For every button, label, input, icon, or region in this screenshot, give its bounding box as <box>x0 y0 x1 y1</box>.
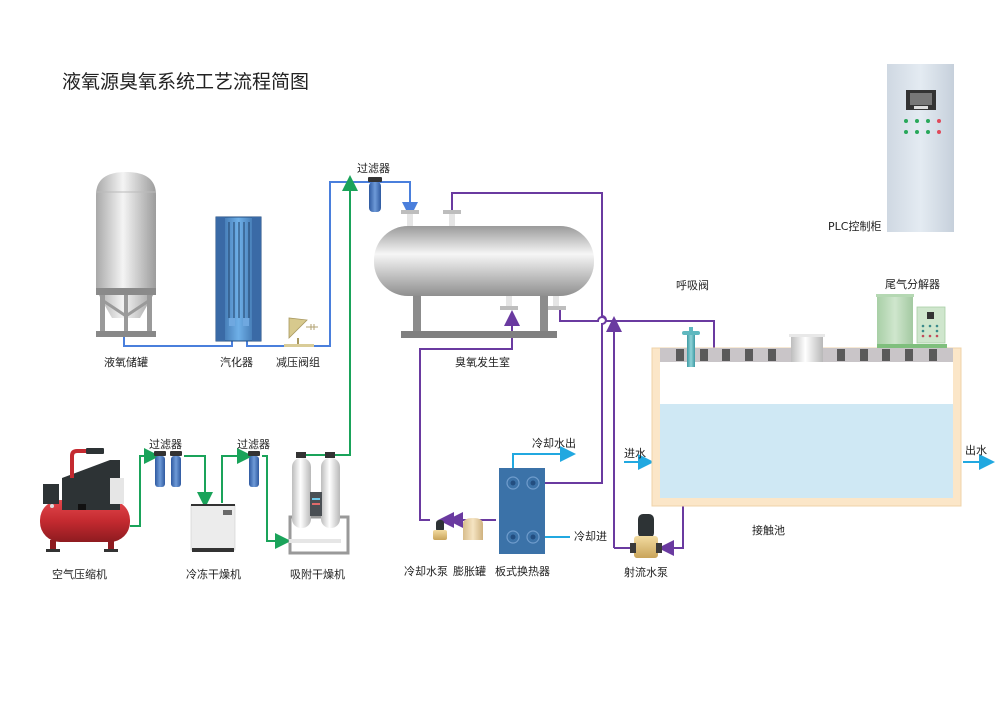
contact-tank[interactable] <box>651 334 962 507</box>
air-pipeline <box>130 175 358 549</box>
filter-top[interactable] <box>368 177 382 212</box>
vaporizer[interactable] <box>215 216 262 342</box>
label-pressure-valve: 减压阀组 <box>276 355 320 369</box>
tail-gas-destructor[interactable] <box>876 294 947 348</box>
label-contact-tank: 接触池 <box>752 523 785 537</box>
label-tail-gas: 尾气分解器 <box>885 277 940 291</box>
label-ozone-generator: 臭氧发生室 <box>455 355 510 369</box>
ozone-generator[interactable] <box>374 210 594 338</box>
label-adsorption-dryer: 吸附干燥机 <box>290 567 345 581</box>
label-vaporizer: 汽化器 <box>220 355 253 369</box>
water-level <box>660 404 953 498</box>
label-filter-2: 过滤器 <box>237 438 270 451</box>
label-plc: PLC控制柜 <box>828 219 881 233</box>
expansion-tank[interactable] <box>463 518 483 540</box>
label-plate-hx: 板式换热器 <box>495 564 550 578</box>
plc-cabinet[interactable] <box>887 64 954 232</box>
breather-valve[interactable] <box>682 327 700 367</box>
plc-indicator-lights <box>904 119 941 134</box>
label-expansion-tank: 膨胀罐 <box>453 564 486 578</box>
air-compressor[interactable] <box>40 448 130 552</box>
filter-2[interactable] <box>248 451 260 487</box>
label-cooling-out: 冷却水出 <box>532 436 576 450</box>
label-compressor: 空气压缩机 <box>52 567 107 581</box>
label-lox-tank: 液氧储罐 <box>104 355 148 369</box>
label-cooling-in: 冷却进 <box>574 530 607 543</box>
label-cooling-pump: 冷却水泵 <box>404 565 448 578</box>
label-refrigerated-dryer: 冷冻干燥机 <box>186 567 241 581</box>
label-jet-pump: 射流水泵 <box>624 565 668 579</box>
label-filter-1: 过滤器 <box>149 438 182 451</box>
filter-1[interactable] <box>154 451 182 487</box>
adsorption-dryer[interactable] <box>288 452 350 555</box>
cooling-water-pump[interactable] <box>433 520 447 540</box>
refrigerated-dryer[interactable] <box>190 504 236 552</box>
ozone-pipeline <box>419 192 722 556</box>
label-filter-top: 过滤器 <box>357 162 390 175</box>
label-water-in: 进水 <box>624 447 646 460</box>
plate-heat-exchanger[interactable] <box>499 468 545 554</box>
oxygen-pipeline <box>123 181 418 347</box>
jet-water-pump[interactable] <box>630 514 662 558</box>
diagram-title: 液氧源臭氧系统工艺流程简图 <box>62 71 309 93</box>
label-water-out: 出水 <box>965 443 987 457</box>
pressure-reducing-valve[interactable] <box>284 317 318 347</box>
label-breather-valve: 呼吸阀 <box>676 278 709 292</box>
lox-tank[interactable] <box>96 172 156 337</box>
